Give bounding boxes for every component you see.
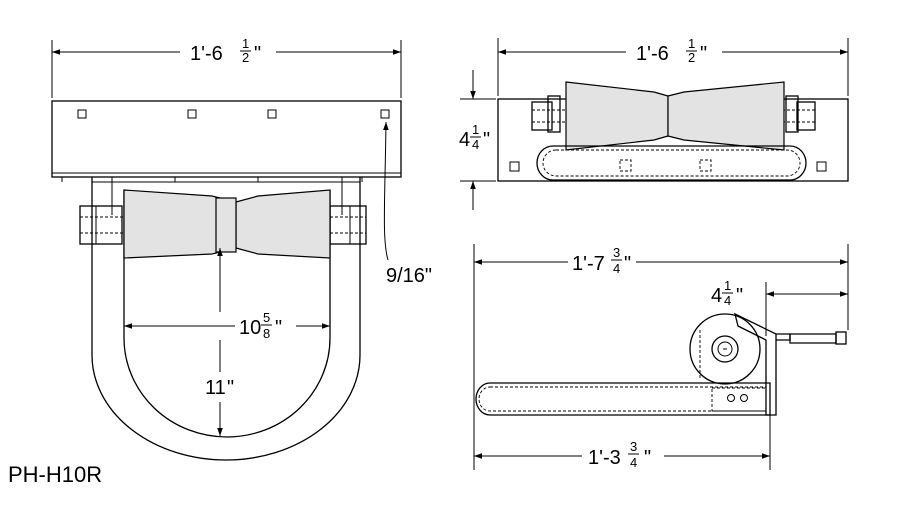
part-number: PH-H10R <box>8 462 103 487</box>
svg-text:1: 1 <box>242 36 249 51</box>
svg-text:": " <box>700 43 707 65</box>
side-arm <box>475 382 771 416</box>
svg-text:4: 4 <box>724 293 731 308</box>
top-roller <box>565 81 669 151</box>
dim-top-width: 1'-6 1 2 " <box>636 36 707 65</box>
dim-top-height: 4 1 4 " <box>459 122 490 152</box>
svg-text:1'-7: 1'-7 <box>572 253 605 275</box>
svg-text:5: 5 <box>263 310 270 325</box>
dim-front-width: 1'-6 1 2 " <box>190 36 261 65</box>
svg-text:": " <box>624 253 631 275</box>
svg-text:1'-6: 1'-6 <box>190 43 223 65</box>
front-u-bracket-inner <box>123 190 331 438</box>
front-plate-holes <box>77 109 390 119</box>
svg-text:": " <box>644 447 651 469</box>
svg-text:1'-3: 1'-3 <box>588 447 621 469</box>
svg-text:1: 1 <box>472 122 479 137</box>
svg-text:4: 4 <box>472 137 479 152</box>
svg-text:": " <box>483 129 490 151</box>
dim-hole-size: 9/16" <box>386 265 432 287</box>
svg-text:2: 2 <box>688 50 695 65</box>
svg-text:3: 3 <box>613 245 620 260</box>
svg-text:2: 2 <box>242 50 249 65</box>
dim-side-length: 1'-7 3 4 " <box>572 245 631 276</box>
dim-side-arm: 1'-3 3 4 " <box>588 439 651 470</box>
svg-text:": " <box>736 285 743 307</box>
svg-text:4: 4 <box>630 455 637 470</box>
svg-text:9/16": 9/16" <box>386 265 432 287</box>
svg-text:4: 4 <box>711 285 722 307</box>
dim-inner-width: 10 5 8 " <box>239 310 282 341</box>
svg-text:4: 4 <box>613 261 620 276</box>
svg-text:": " <box>227 377 234 399</box>
front-mount-plate <box>51 100 402 178</box>
svg-text:3: 3 <box>630 439 637 454</box>
svg-text:10: 10 <box>239 317 261 339</box>
dim-depth: 11 " <box>205 377 234 399</box>
svg-text:1: 1 <box>724 278 731 293</box>
side-view <box>473 244 849 470</box>
svg-text:": " <box>275 317 282 339</box>
top-pad <box>536 145 807 181</box>
front-view <box>51 40 402 461</box>
svg-text:4: 4 <box>459 129 470 151</box>
front-left-bolt <box>79 205 123 245</box>
dim-side-offset: 4 1 4 " <box>711 278 743 308</box>
svg-text:8: 8 <box>263 326 270 341</box>
top-view <box>460 38 849 210</box>
svg-text:1: 1 <box>688 36 695 51</box>
svg-text:": " <box>254 43 261 65</box>
front-u-bracket-outer <box>91 177 361 461</box>
front-weld-marks <box>61 177 363 183</box>
svg-text:11: 11 <box>205 377 226 399</box>
svg-text:1'-6: 1'-6 <box>636 43 669 65</box>
side-roller <box>689 313 761 385</box>
